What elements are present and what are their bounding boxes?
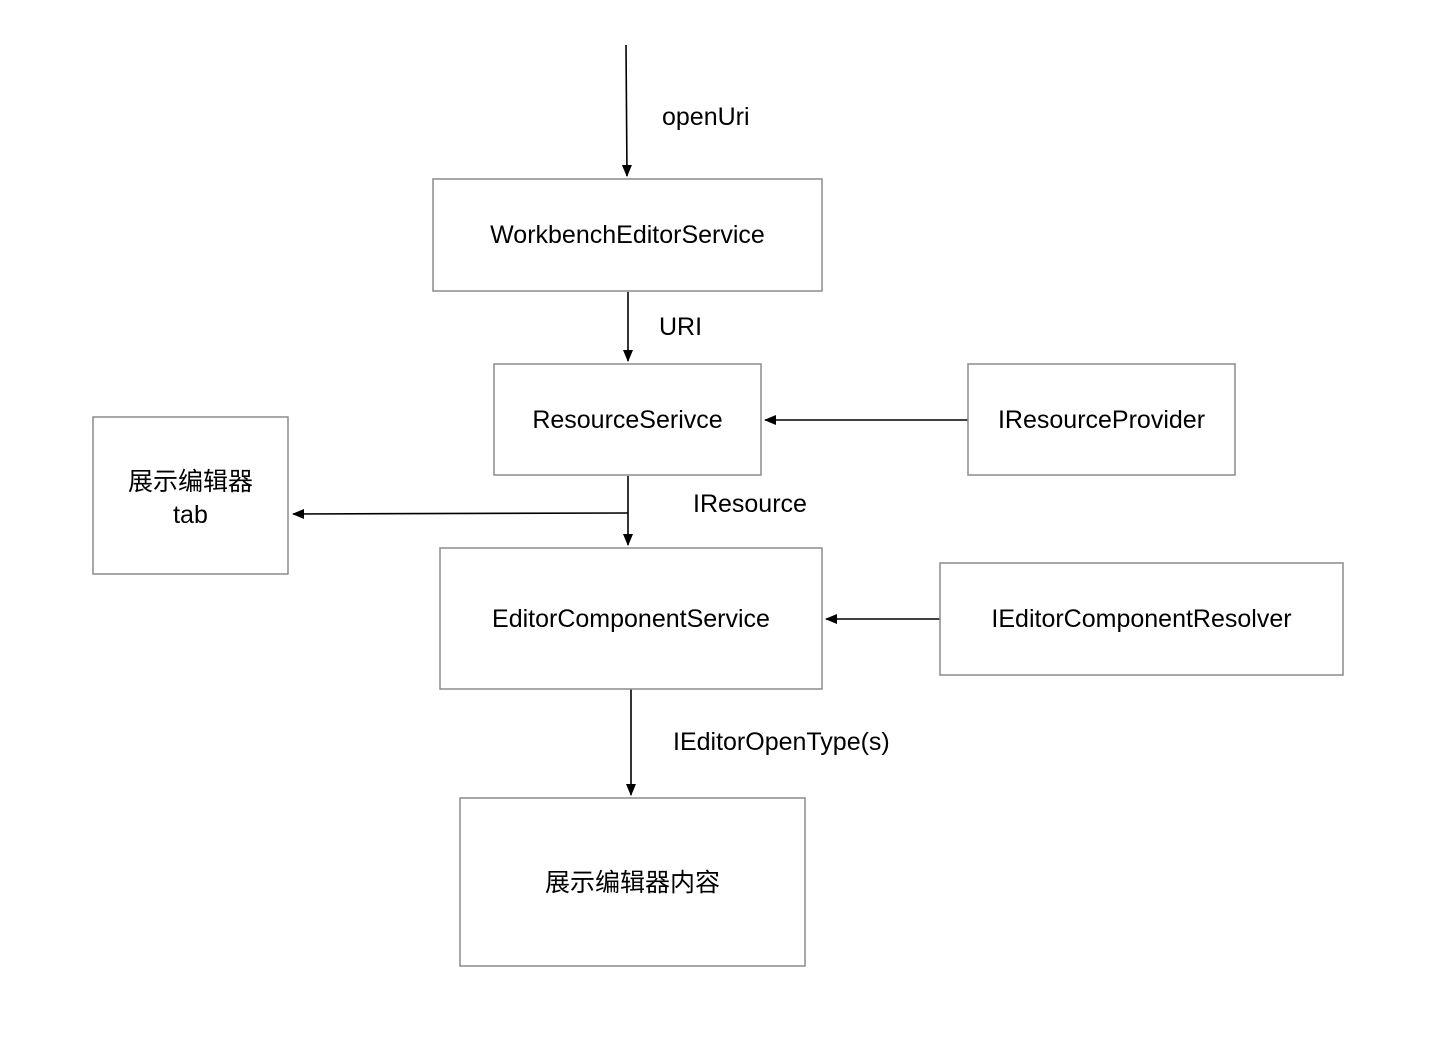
resource-service-label: ResourceSerivce	[532, 406, 722, 434]
open-type-label: IEditorOpenType(s)	[673, 728, 890, 756]
iresource-label: IResource	[693, 490, 807, 518]
editor-content-label: 展示编辑器内容	[545, 869, 720, 897]
entry-arrow	[621, 44, 632, 177]
workbench-editor-service-node: WorkbenchEditorService	[432, 178, 823, 292]
editor-content-node: 展示编辑器内容	[459, 797, 806, 967]
editor-component-service-node: EditorComponentService	[439, 547, 823, 690]
editor-tab-label-line-2: tab	[173, 501, 208, 529]
open-uri-label: openUri	[662, 103, 750, 131]
workbench-editor-service-label: WorkbenchEditorService	[490, 221, 765, 249]
editor-tab-label-line-1: 展示编辑器	[128, 468, 253, 496]
resource-service-node: ResourceSerivce	[493, 363, 762, 476]
editor-component-service-label: EditorComponentService	[492, 605, 770, 633]
editor-tab-node: 展示编辑器 tab	[92, 416, 289, 575]
resource-provider-label: IResourceProvider	[998, 406, 1205, 434]
tab-arrow	[292, 508, 629, 519]
uri-label: URI	[659, 313, 702, 341]
component-resolver-label: IEditorComponentResolver	[991, 605, 1291, 633]
component-resolver-node: IEditorComponentResolver	[939, 562, 1344, 676]
resource-provider-node: IResourceProvider	[967, 363, 1236, 476]
